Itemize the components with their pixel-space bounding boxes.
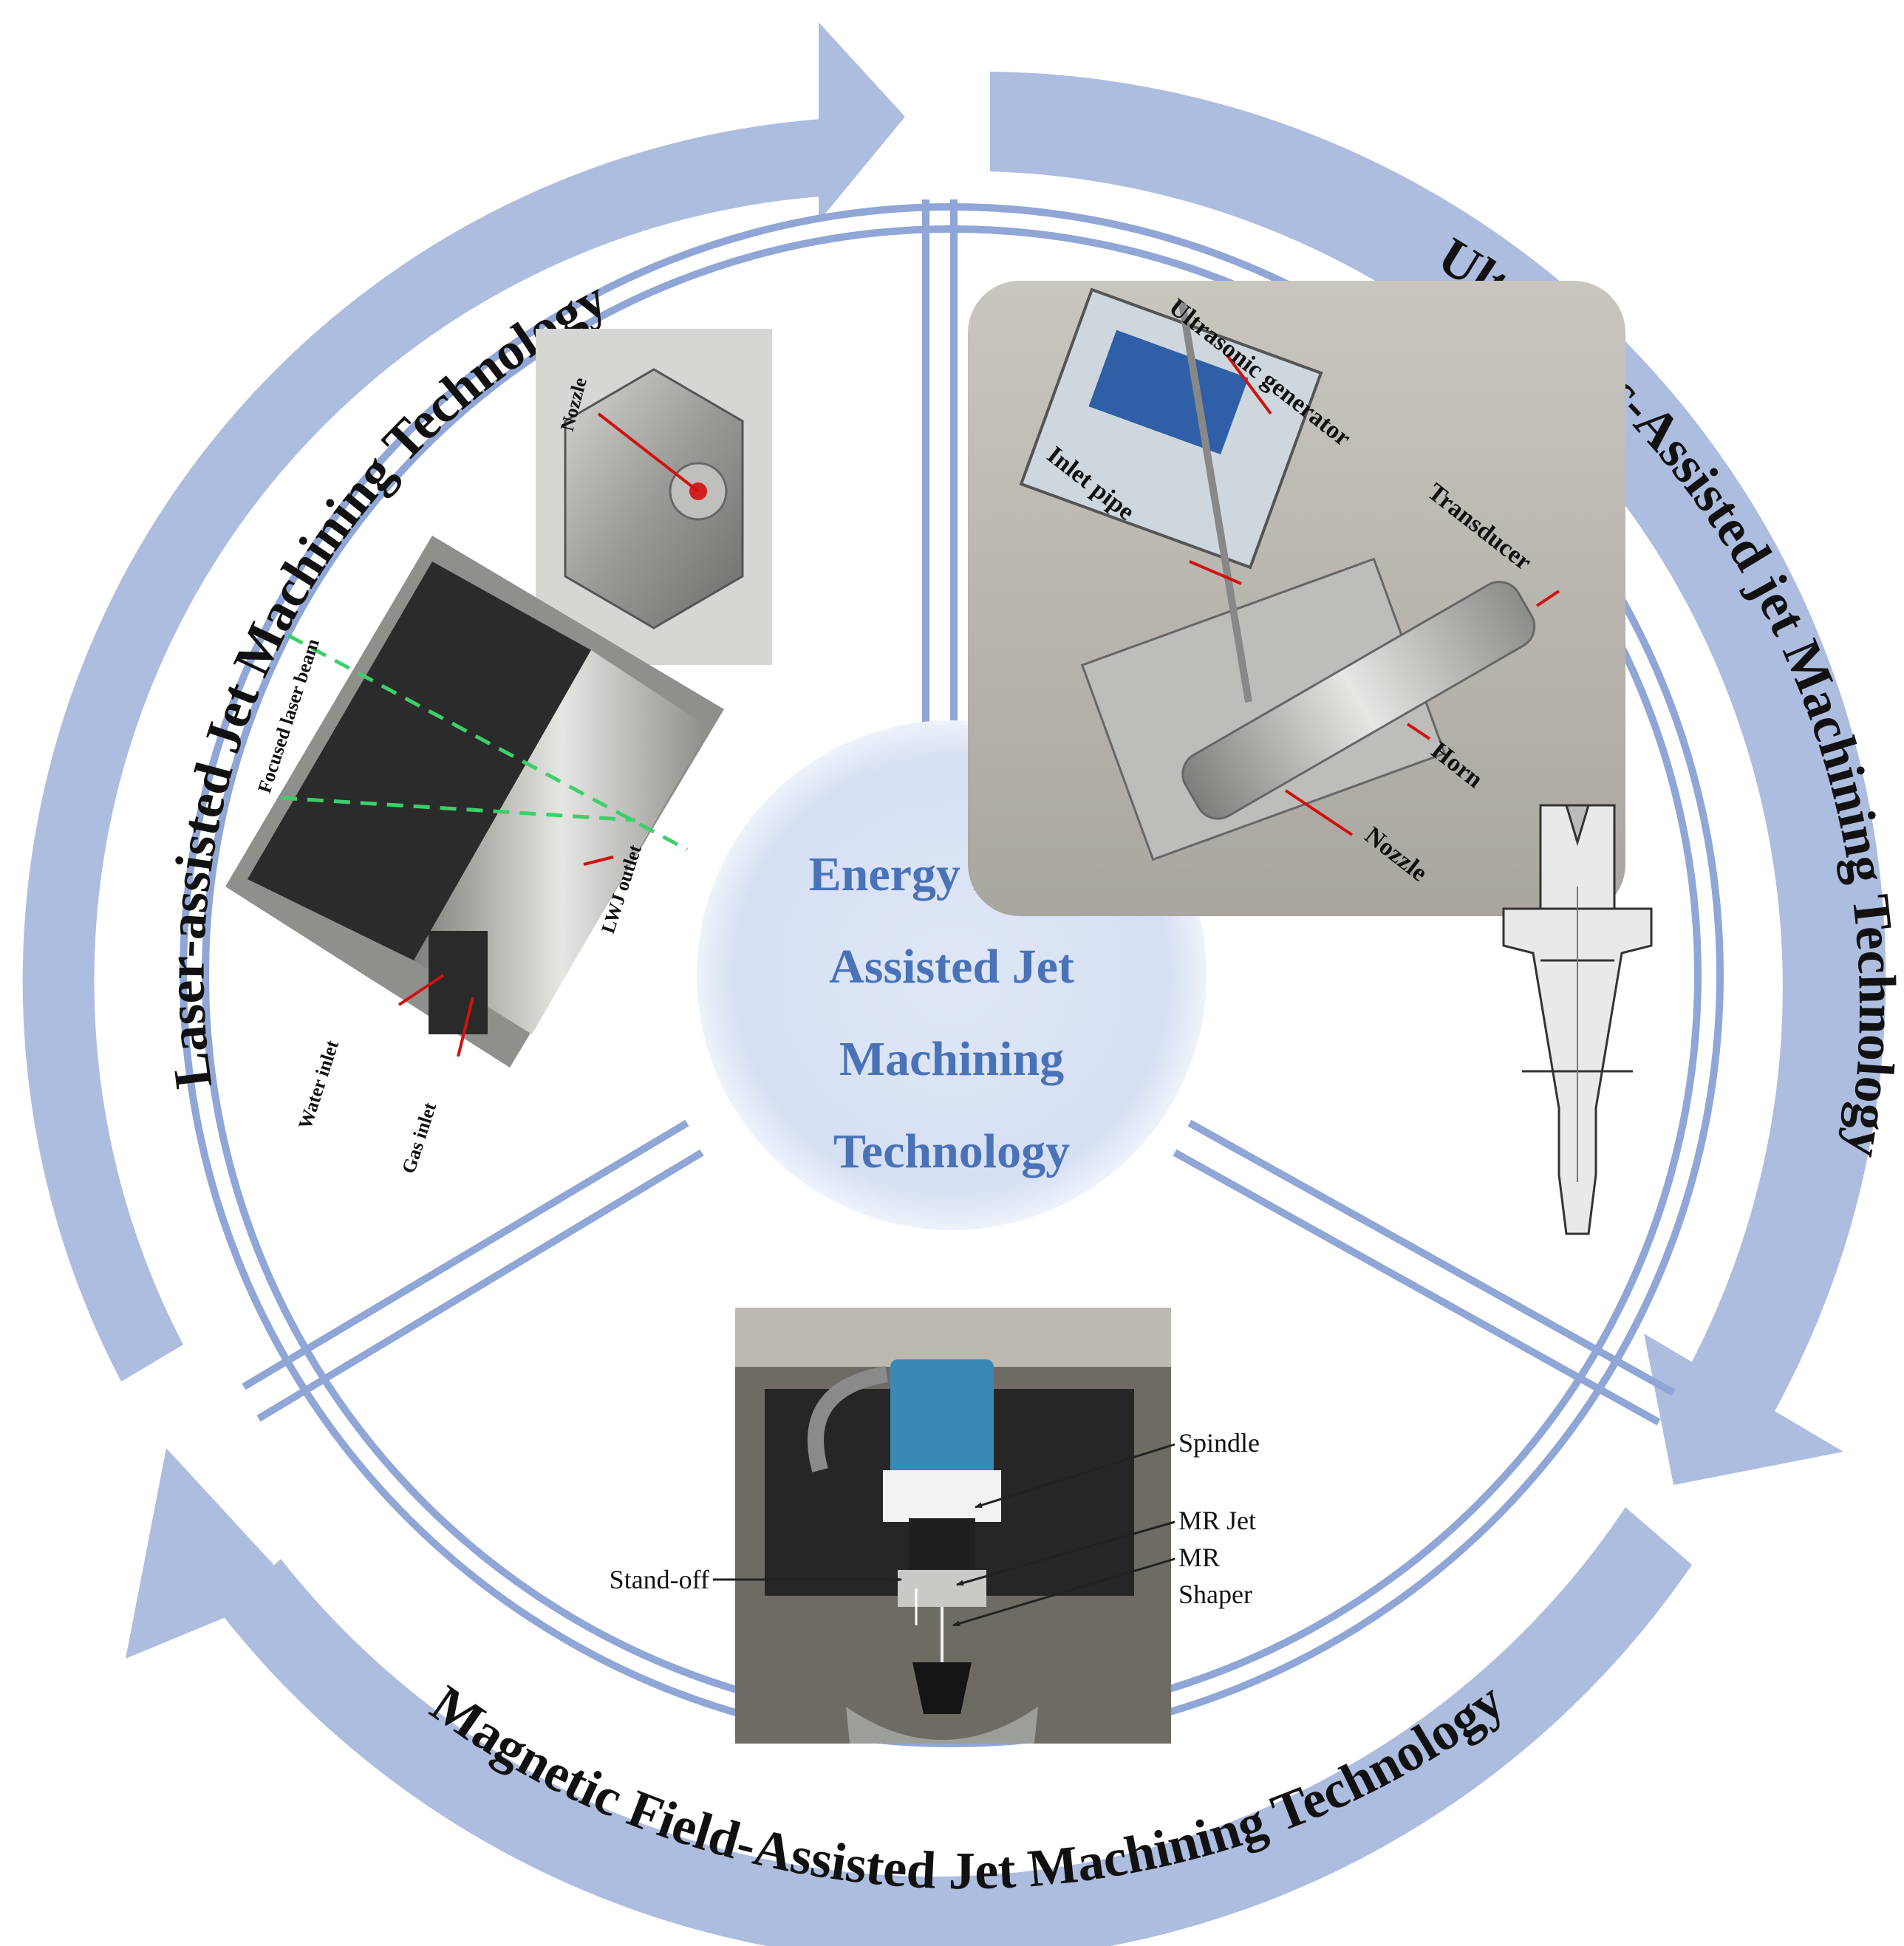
laser-arc-band	[22, 118, 833, 1382]
ultrasonic-arc-arrowhead	[1644, 1334, 1843, 1485]
nozzle-cross-section-drawing	[1502, 804, 1653, 1235]
laser-head-photo: Focused laser beam LWJ outlet Water inle…	[225, 536, 724, 1176]
mr-jet-label: MR Jet	[1178, 1506, 1256, 1535]
magnetic-setup-photo	[713, 1308, 1176, 1744]
ultrasonic-setup-photo: Ultrasonic generator Inlet pipe Transduc…	[968, 281, 1625, 916]
outer-arrow-ring	[22, 22, 1886, 1946]
mr-shaper-label-line-1: MR	[1178, 1543, 1220, 1572]
magnetic-arc-band	[222, 1507, 1692, 1946]
laser-arc-arrowhead	[819, 22, 905, 222]
center-title-line-2: Assisted Jet	[829, 940, 1074, 994]
center-title-line-4: Technology	[833, 1124, 1070, 1178]
center-title-line-3: Machining	[839, 1032, 1064, 1086]
gas-inlet-label: Gas inlet	[397, 1099, 440, 1175]
stand-off-label: Stand-off	[610, 1565, 709, 1594]
mr-shaper-label-line-2: Shaper	[1178, 1580, 1252, 1609]
water-inlet-label: Water inlet	[294, 1037, 343, 1132]
laser-nozzle-photo: Nozzle	[536, 329, 772, 665]
magnetic-arc-arrowhead	[126, 1448, 296, 1659]
spindle-label: Spindle	[1178, 1428, 1260, 1458]
ultrasonic-arc-band	[990, 72, 1886, 1433]
